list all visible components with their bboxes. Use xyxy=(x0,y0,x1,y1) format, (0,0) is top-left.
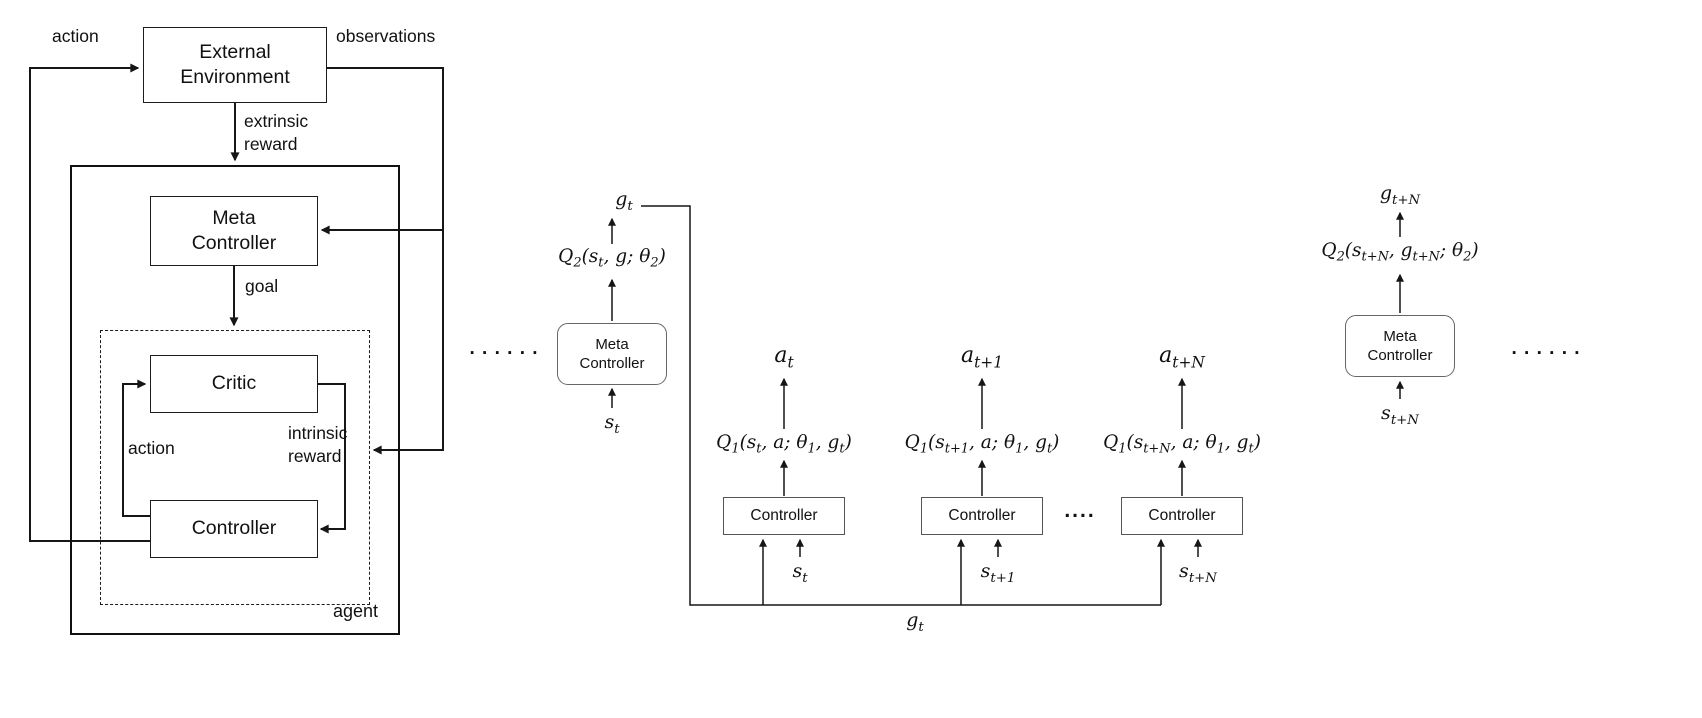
controller-tN-label: Controller xyxy=(1148,507,1216,524)
state-stN-meta-label: st+N xyxy=(1381,402,1419,428)
agent-box xyxy=(70,165,400,635)
q2-tN-label: Q2(st+N, gt+N; θ2) xyxy=(1321,240,1479,265)
intrinsic-reward-line1: intrinsic xyxy=(288,423,348,443)
intrinsic-reward-label: intrinsic reward xyxy=(288,422,347,468)
state-st1-label: st+1 xyxy=(980,560,1016,586)
ellipsis-right: . . . . . . xyxy=(1511,338,1581,359)
controller-t1-box: Controller xyxy=(921,497,1043,535)
state-st-meta-label: st xyxy=(604,411,620,437)
right-diagram-wires xyxy=(608,205,1404,606)
meta-controller-t-line2: Controller xyxy=(579,355,645,372)
action-atN-label: at+N xyxy=(1159,343,1205,372)
meta-controller-tN-box: Meta Controller xyxy=(1345,315,1455,377)
goal-gt-bottom-label: gt xyxy=(906,609,924,635)
goal-gtN-label: gt+N xyxy=(1379,182,1421,208)
meta-controller-label-line2: Controller xyxy=(191,232,277,254)
observations-arrow xyxy=(327,67,444,455)
controller-t-label: Controller xyxy=(750,507,818,524)
meta-controller-label-line1: Meta xyxy=(212,206,256,229)
goal-routing-line xyxy=(641,205,1161,606)
q1-t-label: Q1(st, a; θ1, gt) xyxy=(716,432,852,457)
goal-gt-label: gt xyxy=(615,188,633,214)
q2-t-label: Q2(st, g; θ2) xyxy=(558,246,666,271)
action-loop-arrow xyxy=(29,63,150,542)
controller-label: Controller xyxy=(191,517,277,540)
goal-label: goal xyxy=(245,276,279,296)
action-at1-label: at+1 xyxy=(961,343,1003,372)
meta-controller-tN-line2: Controller xyxy=(1367,347,1433,364)
intrinsic-reward-line2: reward xyxy=(288,446,342,466)
intrinsic-reward-arrow xyxy=(318,383,346,534)
controller-action-arrow xyxy=(122,379,150,517)
q1-tN-label: Q1(st+N, a; θ1, gt) xyxy=(1103,432,1261,457)
state-stN-label: st+N xyxy=(1179,560,1217,586)
meta-controller-t-box: Meta Controller xyxy=(557,323,667,385)
meta-controller-t-line1: Meta xyxy=(595,335,629,353)
action-label-inner: action xyxy=(128,438,175,458)
extrinsic-reward-line1: extrinsic xyxy=(244,111,309,131)
sub-agent-dashed-box xyxy=(100,330,370,605)
action-at-label: at xyxy=(774,343,794,372)
left-diagram-wires xyxy=(29,63,444,542)
meta-controller-box: Meta Controller xyxy=(150,196,318,266)
extrinsic-reward-line2: reward xyxy=(244,134,298,154)
critic-box: Critic xyxy=(150,355,318,413)
action-label-outer: action xyxy=(52,26,99,46)
controller-t-box: Controller xyxy=(723,497,845,535)
controller-tN-box: Controller xyxy=(1121,497,1243,535)
external-environment-box: External Environment xyxy=(143,27,327,103)
controller-t1-label: Controller xyxy=(948,507,1016,524)
state-st-label: st xyxy=(792,560,808,586)
critic-label: Critic xyxy=(211,372,257,395)
environment-label-line2: Environment xyxy=(180,66,290,88)
q1-t1-label: Q1(st+1, a; θ1, gt) xyxy=(904,432,1060,457)
meta-controller-tN-line1: Meta xyxy=(1383,327,1417,345)
controller-box: Controller xyxy=(150,500,318,558)
ellipsis-middle: .... xyxy=(1064,499,1096,522)
extrinsic-reward-label: extrinsic reward xyxy=(244,110,308,156)
observations-label: observations xyxy=(336,26,436,46)
environment-label-line1: External xyxy=(199,40,271,63)
agent-label: agent xyxy=(333,601,379,621)
ellipsis-left: . . . . . . xyxy=(469,338,539,359)
